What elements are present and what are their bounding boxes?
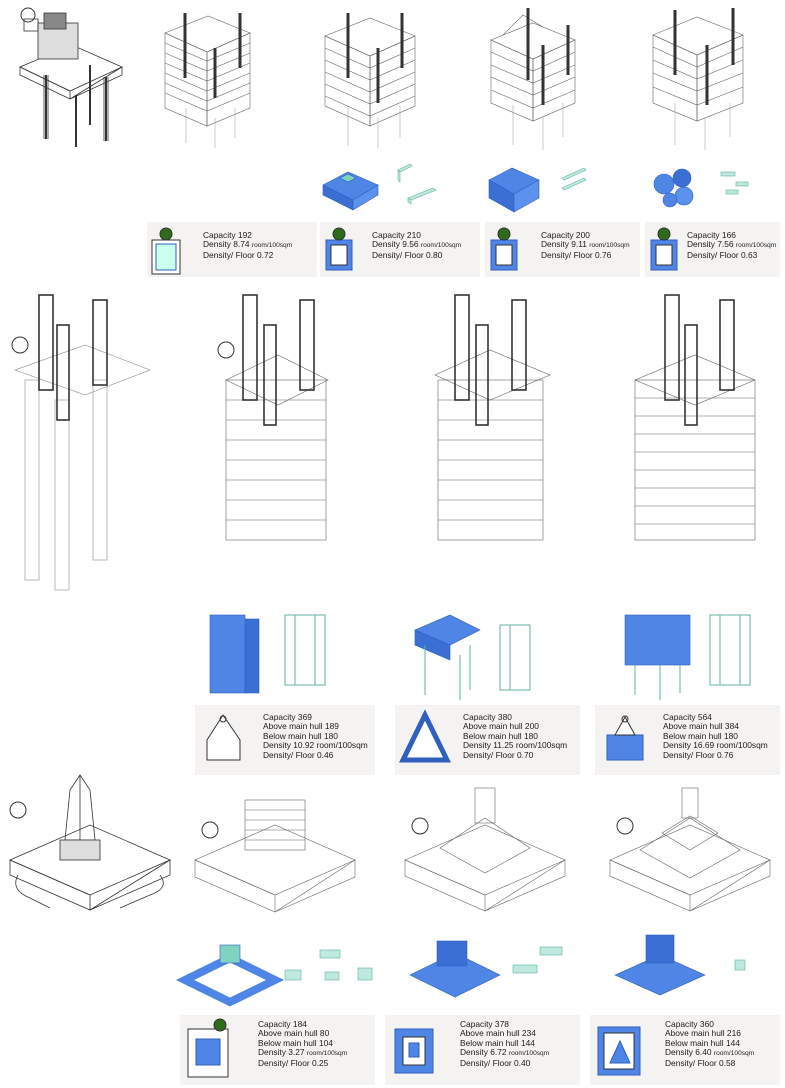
density-text: Density 6.72 room/100sqm bbox=[460, 1047, 550, 1058]
rig1-variant-c-drawing bbox=[490, 8, 576, 150]
capacity-text: Capacity 184 bbox=[258, 1019, 307, 1029]
capacity-text: Capacity 192 bbox=[203, 230, 252, 240]
above-hull-text: Above main hull 384 bbox=[663, 721, 739, 732]
rig3-original-drawing bbox=[9, 774, 171, 911]
above-hull-text: Above main hull 216 bbox=[665, 1028, 741, 1039]
rig1-module-b-diagram bbox=[322, 163, 437, 211]
rig3-variant-c-drawing bbox=[609, 787, 771, 912]
capacity-text: Capacity 210 bbox=[372, 230, 421, 240]
rig3-module-c-diagram bbox=[614, 934, 746, 996]
rig1-variant-a-drawing bbox=[164, 13, 251, 148]
above-hull-text: Above main hull 189 bbox=[263, 721, 339, 732]
helipad-icon bbox=[11, 336, 29, 354]
rig2-original-drawing bbox=[11, 294, 151, 591]
floor-plan-icon bbox=[187, 1018, 229, 1078]
floor-plan-icon bbox=[650, 227, 678, 271]
capacity-text: Capacity 200 bbox=[541, 230, 590, 240]
rig1-card-2: Capacity 210 Density 9.56 room/100sqm De… bbox=[320, 222, 480, 277]
floor-density-text: Density/ Floor 0.40 bbox=[460, 1057, 531, 1068]
capacity-text: Capacity 380 bbox=[463, 712, 512, 722]
helipad-icon bbox=[411, 817, 429, 835]
below-hull-text: Below main hull 144 bbox=[460, 1037, 535, 1048]
capacity-text: Capacity 369 bbox=[263, 712, 312, 722]
floor-plan-icon bbox=[490, 227, 518, 271]
density-text: Density 9.11 room/100sqm bbox=[541, 239, 630, 250]
floor-density-text: Density/ Floor 0.76 bbox=[541, 249, 612, 260]
rig3-module-a-diagram bbox=[175, 944, 373, 1007]
floor-density-text: Density/ Floor 0.58 bbox=[665, 1057, 736, 1068]
density-text: Density 9.56 room/100sqm bbox=[372, 239, 462, 250]
floor-plan-icon bbox=[206, 714, 241, 761]
rig3-card-2: Capacity 378 Above main hull 234 Below m… bbox=[385, 1015, 580, 1085]
rig1-module-d-diagram bbox=[653, 168, 749, 208]
rig2-card-2: Capacity 380 Above main hull 200 Below m… bbox=[395, 705, 580, 775]
floor-density-text: Density/ Floor 0.70 bbox=[463, 749, 534, 760]
rig3-card-3: Capacity 360 Above main hull 216 Below m… bbox=[590, 1015, 780, 1085]
rig1-module-c-diagram bbox=[488, 167, 587, 213]
floor-density-text: Density/ Floor 0.46 bbox=[263, 749, 334, 760]
floor-plan-icon bbox=[151, 227, 181, 275]
rig1-variant-b-drawing bbox=[324, 13, 416, 148]
above-hull-text: Above main hull 80 bbox=[258, 1028, 330, 1039]
rig2-variant-b-drawing bbox=[434, 294, 551, 541]
floor-plan-icon bbox=[606, 715, 644, 761]
floor-plan-icon bbox=[394, 1028, 434, 1074]
rig2-module-b-diagram bbox=[414, 614, 531, 700]
floor-plan-icon bbox=[325, 227, 353, 271]
below-hull-text: Below main hull 180 bbox=[263, 730, 338, 741]
below-hull-text: Below main hull 104 bbox=[258, 1037, 333, 1048]
helipad-icon bbox=[9, 801, 27, 819]
below-hull-text: Below main hull 180 bbox=[663, 730, 738, 741]
rig2-card-1: Capacity 369 Above main hull 189 Below m… bbox=[195, 705, 375, 775]
rig2-variant-a-drawing bbox=[217, 294, 329, 541]
helipad-icon bbox=[217, 341, 235, 359]
floor-density-text: Density/ Floor 0.72 bbox=[203, 249, 274, 260]
above-hull-text: Above main hull 200 bbox=[463, 721, 539, 732]
helipad-icon bbox=[616, 817, 634, 835]
rig1-original-drawing bbox=[19, 7, 123, 147]
density-text: Density 10.92 room/100sqm bbox=[263, 740, 368, 751]
rig3-variant-b-drawing bbox=[404, 787, 566, 912]
rig2-variant-c-drawing bbox=[634, 294, 756, 541]
floor-density-text: Density/ Floor 0.63 bbox=[687, 249, 758, 260]
rig1-card-1: Capacity 192 Density 8.74 room/100sqm De… bbox=[147, 222, 317, 277]
capacity-text: Capacity 166 bbox=[687, 230, 736, 240]
capacity-text: Capacity 378 bbox=[460, 1019, 509, 1029]
rig3-module-b-diagram bbox=[409, 940, 563, 998]
rig1-variant-d-drawing bbox=[652, 8, 744, 150]
density-text: Density 8.74 room/100sqm bbox=[203, 239, 293, 250]
floor-plan-icon bbox=[398, 709, 452, 763]
rig1-card-3: Capacity 200 Density 9.11 room/100sqm De… bbox=[485, 222, 640, 277]
capacity-text: Capacity 564 bbox=[663, 712, 712, 722]
floor-density-text: Density/ Floor 0.76 bbox=[663, 749, 734, 760]
floor-density-text: Density/ Floor 0.80 bbox=[372, 249, 443, 260]
rig2-module-a-diagram bbox=[209, 614, 326, 694]
rig3-variant-a-drawing bbox=[194, 799, 356, 913]
capacity-text: Capacity 360 bbox=[665, 1019, 714, 1029]
density-text: Density 7.56 room/100sqm bbox=[687, 239, 777, 250]
density-text: Density 3.27 room/100sqm bbox=[258, 1047, 348, 1058]
rig1-card-4: Capacity 166 Density 7.56 room/100sqm De… bbox=[645, 222, 780, 277]
floor-plan-icon bbox=[597, 1026, 641, 1076]
density-text: Density 11.25 room/100sqm bbox=[463, 740, 568, 751]
below-hull-text: Below main hull 144 bbox=[665, 1037, 740, 1048]
helipad-icon bbox=[201, 821, 219, 839]
density-text: Density 16.69 room/100sqm bbox=[663, 740, 768, 751]
density-text: Density 6.40 room/100sqm bbox=[665, 1047, 755, 1058]
floor-density-text: Density/ Floor 0.25 bbox=[258, 1057, 329, 1068]
above-hull-text: Above main hull 234 bbox=[460, 1028, 536, 1039]
rig2-module-c-diagram bbox=[624, 614, 751, 700]
rig2-card-3: Capacity 564 Above main hull 384 Below m… bbox=[595, 705, 780, 775]
below-hull-text: Below main hull 180 bbox=[463, 730, 538, 741]
rig3-card-1: Capacity 184 Above main hull 80 Below ma… bbox=[180, 1015, 375, 1085]
helipad-icon bbox=[20, 7, 36, 23]
